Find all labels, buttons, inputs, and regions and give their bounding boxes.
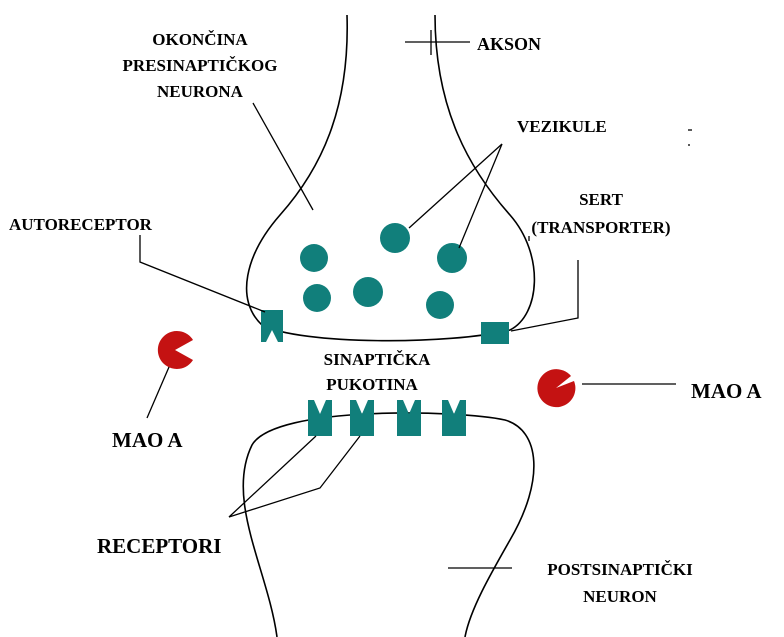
vesicles — [300, 223, 467, 319]
mao-left-label: MAO A — [112, 428, 183, 452]
vesicle — [380, 223, 410, 253]
text-labels: OKONČINA PRESINAPTIČKOG NEURONA AKSON VE… — [9, 30, 762, 606]
terminal-leader-line — [253, 103, 313, 210]
receptors-label: RECEPTORI — [97, 534, 221, 558]
postsynaptic-label-line1: POSTSINAPTIČKI — [547, 560, 693, 579]
vesicle-leader-line — [409, 144, 502, 228]
vesicle — [303, 284, 331, 312]
autoreceptor-leader-line — [140, 235, 265, 312]
receptor-shape — [442, 400, 466, 436]
axon-label: AKSON — [477, 34, 541, 54]
receptor-shape — [397, 400, 421, 436]
vesicle — [426, 291, 454, 319]
cleft-label-line1: SINAPTIČKA — [324, 350, 431, 369]
receptor-shape — [350, 400, 374, 436]
postsynaptic-receptors — [308, 400, 466, 436]
terminal-label-line3: NEURONA — [157, 82, 244, 101]
sert-label-line1: SERT — [579, 190, 623, 209]
vesicle — [353, 277, 383, 307]
leader-lines — [140, 30, 692, 568]
postsynaptic-label-line2: NEURON — [583, 587, 657, 606]
sert-label-line2: (TRANSPORTER) — [531, 218, 670, 237]
terminal-label-line1: OKONČINA — [152, 30, 248, 49]
vesicles-label: VEZIKULE — [517, 117, 607, 136]
autoreceptor-shape — [261, 310, 283, 342]
presynaptic-terminal-outline — [247, 15, 535, 341]
vesicle — [300, 244, 328, 272]
postsynaptic-neuron-outline — [243, 413, 534, 637]
receptor-shape — [308, 400, 332, 436]
mao-left-leader-line — [147, 367, 169, 418]
terminal-label-line2: PRESINAPTIČKOG — [123, 56, 278, 75]
mao-a-enzyme-left — [158, 331, 193, 369]
cleft-label-line2: PUKOTINA — [326, 375, 418, 394]
vesicle-leader-line — [459, 144, 502, 248]
receptor-leader-line — [229, 436, 360, 517]
mao-right-label: MAO A — [691, 379, 762, 403]
sert-transporter-shape — [481, 322, 509, 344]
vesicle — [437, 243, 467, 273]
autoreceptor-label: AUTORECEPTOR — [9, 215, 153, 234]
receptor-leader-line — [229, 436, 316, 517]
mao-a-enzyme-right — [537, 369, 575, 407]
